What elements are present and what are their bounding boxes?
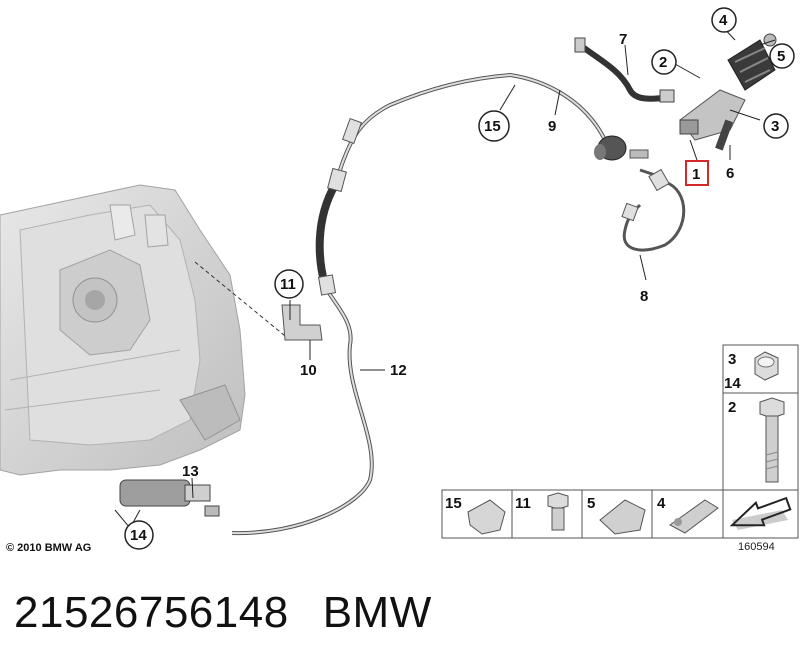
legend-label-4: 4 [657, 495, 666, 512]
callout-15: 15 [478, 110, 510, 142]
svg-text:5: 5 [777, 48, 785, 65]
legend-label-5: 5 [587, 495, 595, 512]
callout-5: 5 [769, 43, 795, 69]
reservoir-hose-7 [578, 42, 671, 102]
svg-text:14: 14 [130, 527, 147, 544]
bracket-part-10 [281, 304, 323, 341]
callout-12: 12 [390, 362, 407, 379]
nut-icon [754, 351, 779, 381]
svg-text:8: 8 [640, 288, 648, 305]
copyright-text: © 2010 BMW AG [6, 542, 92, 554]
svg-text:7: 7 [619, 31, 627, 48]
slave-cylinder-part [119, 479, 220, 517]
legend-label-15: 15 [445, 495, 462, 512]
svg-text:6: 6 [726, 165, 734, 182]
callout-leaders [114, 23, 776, 529]
parts-diagram: 7 2 4 5 3 1 6 8 9 15 11 10 12 13 14 3 14… [0, 7, 799, 550]
callout-10: 10 [300, 362, 317, 379]
svg-text:9: 9 [548, 118, 556, 135]
callout-1: 1 [692, 166, 700, 183]
hose-15 [315, 183, 339, 287]
part-caption: 21526756148 BMW [14, 588, 466, 638]
plug-icon-4 [669, 499, 719, 534]
part-6 [715, 119, 733, 151]
gearbox-illustration [0, 184, 246, 476]
svg-text:2: 2 [659, 54, 667, 71]
bolt-icon-2 [759, 397, 785, 483]
callout-4: 4 [711, 7, 737, 33]
diagram-number: 160594 [738, 541, 775, 553]
callout-14: 14 [124, 520, 154, 550]
callout-6: 6 [726, 165, 734, 182]
legend-label-2: 2 [728, 399, 736, 416]
svg-text:4: 4 [719, 12, 728, 29]
svg-text:12: 12 [390, 362, 407, 379]
legend-label-14: 14 [724, 375, 741, 392]
svg-text:3: 3 [771, 118, 779, 135]
callout-7: 7 [619, 31, 627, 48]
callout-3: 3 [763, 113, 789, 139]
clip-icon-15 [467, 499, 506, 535]
clip-icon-5 [599, 499, 646, 535]
clutch-line-12 [231, 284, 374, 536]
bolt-icon-11 [547, 492, 569, 531]
arrow-icon [729, 496, 792, 530]
callout-9: 9 [548, 118, 556, 135]
callout-11: 11 [274, 269, 304, 299]
svg-text:11: 11 [280, 276, 296, 293]
legend-label-11: 11 [515, 495, 531, 512]
brand-name: BMW [322, 588, 432, 637]
part-number: 21526756148 [14, 588, 289, 637]
svg-text:13: 13 [182, 463, 199, 480]
legend-label-3: 3 [728, 351, 736, 368]
damper-part [594, 135, 649, 161]
callout-13: 13 [182, 463, 199, 480]
svg-text:15: 15 [484, 118, 501, 135]
callout-2: 2 [651, 49, 677, 75]
svg-text:1: 1 [692, 166, 700, 183]
callout-8: 8 [640, 288, 648, 305]
svg-text:10: 10 [300, 362, 317, 379]
highlight-box-part-1 [685, 160, 709, 186]
line-9 [338, 72, 607, 171]
